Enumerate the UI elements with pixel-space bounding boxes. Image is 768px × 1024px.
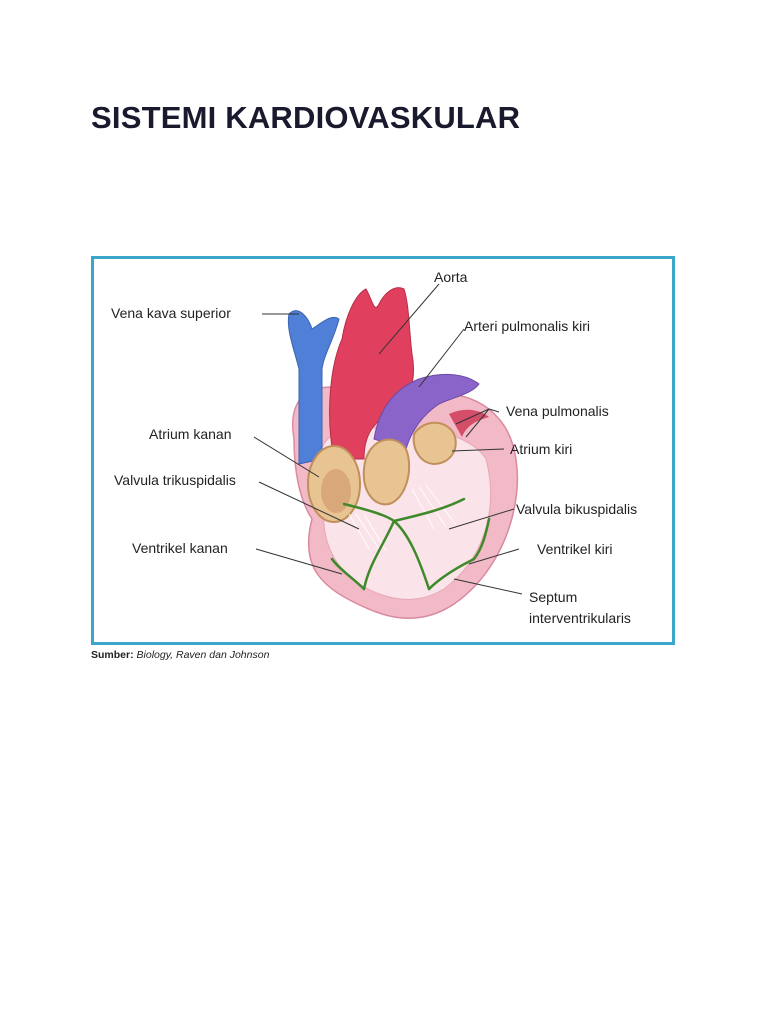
page-title: SISTEMI KARDIOVASKULAR xyxy=(91,100,520,136)
label-arteri-pulmonalis-kiri: Arteri pulmonalis kiri xyxy=(464,318,590,334)
label-valvula-bikuspidalis: Valvula bikuspidalis xyxy=(516,501,637,517)
label-ventrikel-kanan: Ventrikel kanan xyxy=(132,540,228,556)
label-valvula-trikuspidalis: Valvula trikuspidalis xyxy=(114,472,236,488)
left-atrium-chamber xyxy=(414,423,456,464)
label-septum: Septum xyxy=(529,589,577,605)
label-atrium-kiri: Atrium kiri xyxy=(510,441,572,457)
label-atrium-kanan: Atrium kanan xyxy=(149,426,231,442)
heart-diagram-figure: Aorta Vena kava superior Arteri pulmonal… xyxy=(91,256,675,645)
heart-illustration: Aorta Vena kava superior Arteri pulmonal… xyxy=(94,259,672,642)
caption-source: Biology, Raven dan Johnson xyxy=(137,649,270,661)
label-ventrikel-kiri: Ventrikel kiri xyxy=(537,541,612,557)
right-atrium-inner xyxy=(321,469,351,513)
label-interventrikularis: interventrikularis xyxy=(529,610,631,626)
center-atrium-chamber xyxy=(364,439,409,504)
label-aorta: Aorta xyxy=(434,269,468,285)
figure-caption: Sumber: Biology, Raven dan Johnson xyxy=(91,649,269,661)
caption-prefix: Sumber: xyxy=(91,649,134,661)
label-vena-kava-superior: Vena kava superior xyxy=(111,305,231,321)
label-vena-pulmonalis: Vena pulmonalis xyxy=(506,403,609,419)
